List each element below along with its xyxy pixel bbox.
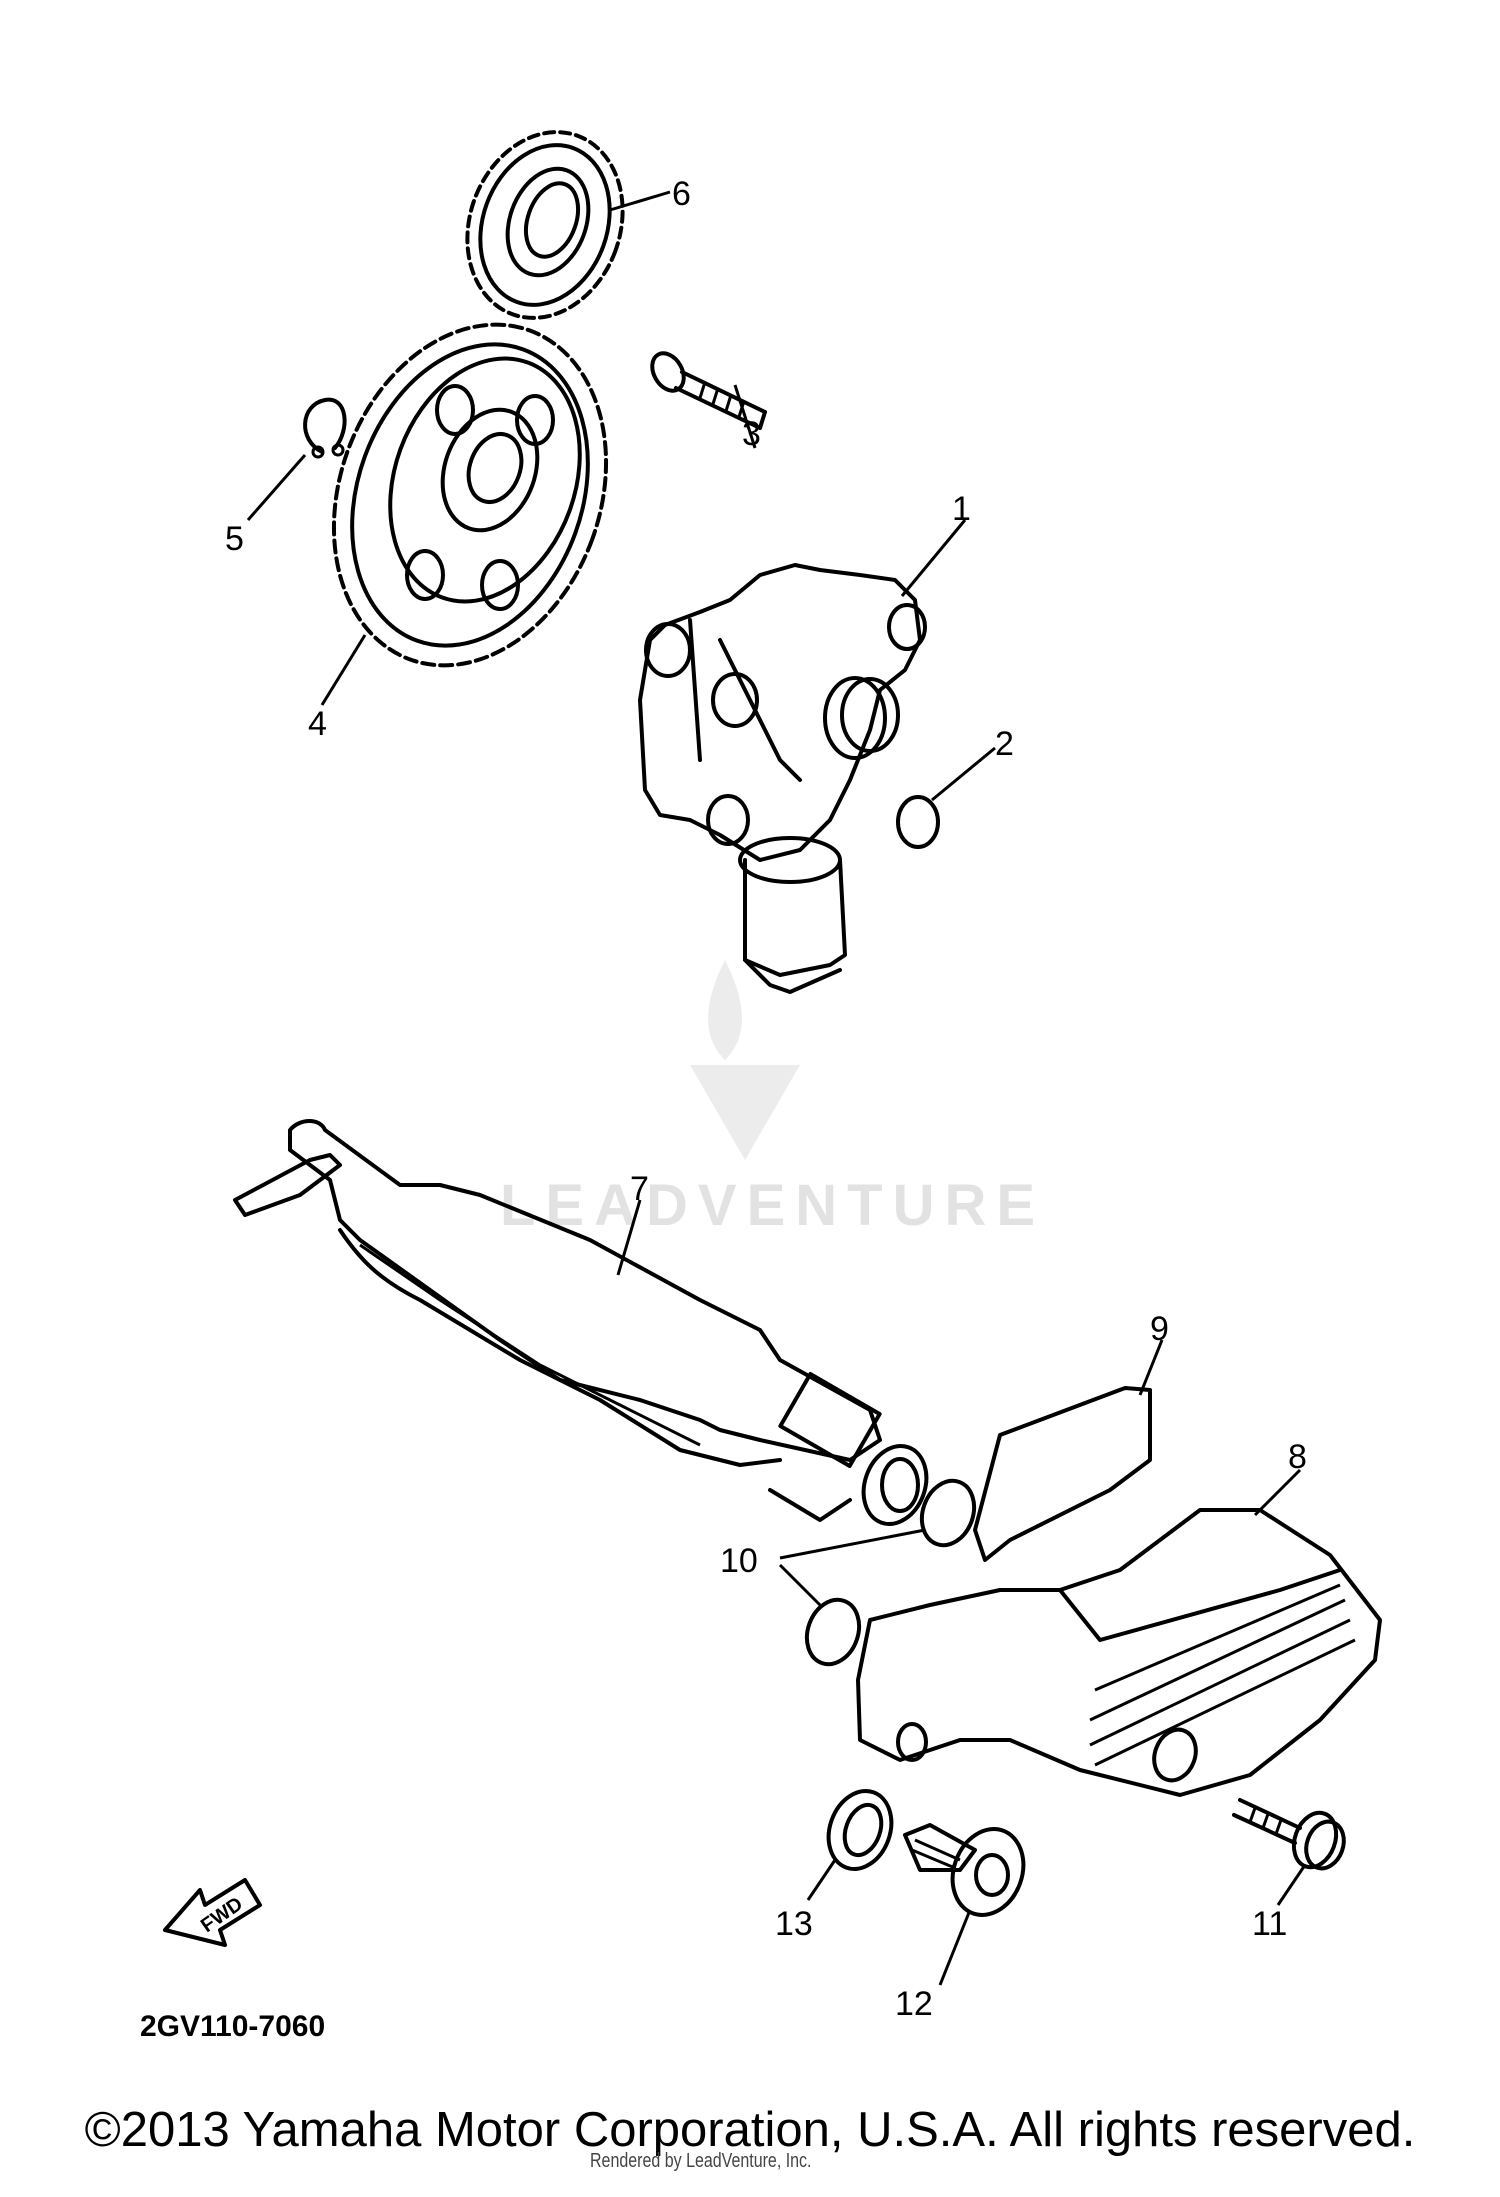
oil-strainer-part-7 (233, 1119, 929, 1526)
leader-10a (779, 1528, 926, 1560)
leader-10b (778, 1563, 822, 1607)
leader-11 (1276, 1864, 1307, 1906)
leader-6 (609, 190, 671, 212)
leader-3 (733, 384, 757, 449)
part-label-11: 11 (1252, 1905, 1287, 1943)
leader-1 (900, 519, 967, 597)
leader-13 (806, 1859, 837, 1901)
part-label-4: 4 (308, 705, 327, 743)
bolt-part-3 (650, 351, 767, 430)
o-ring-part-2 (896, 795, 940, 849)
small-gear-part-6 (465, 130, 625, 320)
oil-pump-part-1 (638, 563, 927, 994)
leader-8 (1253, 1468, 1302, 1517)
part-label-12: 12 (895, 1985, 933, 2023)
diagram-code: 2GV110-7060 (140, 2010, 326, 2043)
leader-12 (938, 1909, 972, 1986)
part-label-13: 13 (775, 1905, 813, 1943)
leader-9 (1138, 1339, 1164, 1396)
part-label-10: 10 (720, 1542, 758, 1580)
watermark-text: LEADVENTURE (500, 1173, 1045, 1238)
o-ring-part-10a (919, 1478, 977, 1548)
part-label-7: 7 (630, 1170, 649, 1208)
leader-4 (320, 634, 367, 706)
leader-5 (246, 454, 307, 521)
part-label-9: 9 (1150, 1310, 1169, 1348)
part-label-5: 5 (225, 520, 244, 558)
part-label-2: 2 (995, 725, 1014, 763)
large-gear-part-4 (331, 322, 609, 668)
leadventure-watermark: LEADVENTURE (500, 960, 1045, 1238)
gasket-part-9 (973, 1386, 1152, 1562)
part-label-6: 6 (672, 175, 691, 213)
drain-bolt-part-12 (903, 1823, 1026, 1917)
o-ring-part-10b (804, 1597, 862, 1667)
part-label-3: 3 (742, 415, 761, 453)
copyright-notice: ©2013 Yamaha Motor Corporation, U.S.A. A… (84, 2103, 1416, 2157)
circlip-part-5 (303, 397, 347, 459)
part-label-1: 1 (952, 490, 971, 528)
rendered-by-credit: Rendered by LeadVenture, Inc. (590, 2150, 812, 2172)
washer-part-13 (826, 1789, 894, 1871)
bolt-part-11 (1232, 1798, 1346, 1871)
leader-7 (616, 1199, 642, 1276)
part-label-8: 8 (1288, 1438, 1307, 1476)
fwd-arrow-icon: FWD (163, 1878, 262, 1947)
leader-2 (931, 746, 996, 802)
oil-cover-part-8 (856, 1508, 1382, 1797)
